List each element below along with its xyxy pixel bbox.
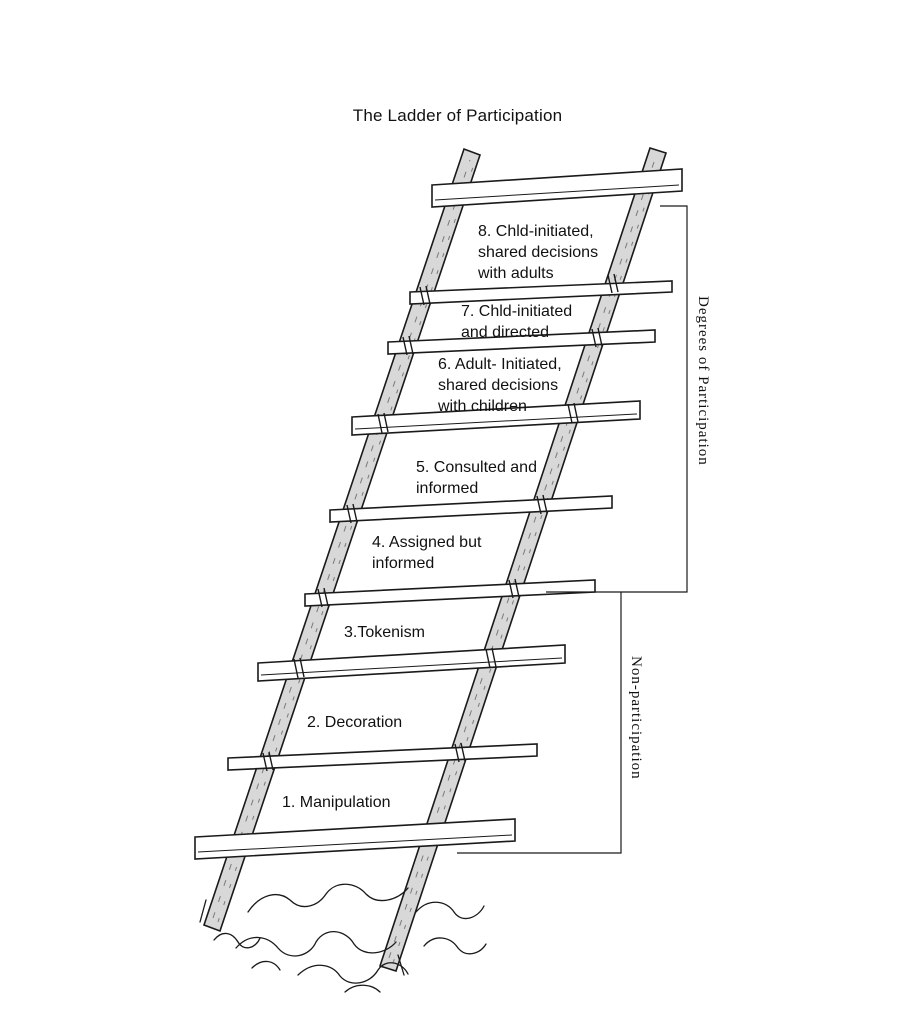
rung-label-4: 4. Assigned but informed <box>372 534 482 573</box>
rung-label-1: 1. Manipulation <box>282 794 391 811</box>
ladder-rung <box>329 495 613 523</box>
ladder-rung <box>304 579 596 607</box>
rope-lashings <box>262 273 619 772</box>
ground-scribble <box>199 883 487 993</box>
rung-label-8: 8. Chld-initiated, shared decisions with… <box>478 223 599 283</box>
rung-label-7: 7. Chld-initiated and directed <box>461 303 573 342</box>
rung-label-5: 5. Consulted and informed <box>416 459 537 498</box>
bracket-label-non-participation: Non-participation <box>628 656 644 780</box>
rung-label-3: 3.Tokenism <box>344 624 425 641</box>
ladder-rung <box>257 644 566 682</box>
figure-title: The Ladder of Participation <box>352 106 563 125</box>
bracket-label-degrees-of-participation: Degrees of Participation <box>695 296 711 466</box>
non-participation-bracket-line <box>457 592 622 854</box>
ladder-rung <box>227 743 538 771</box>
ladder-rung <box>351 400 641 436</box>
rung-label-2: 2. Decoration <box>307 714 403 731</box>
ladder-rung <box>431 168 683 208</box>
ladder-rung <box>409 280 673 305</box>
ladder-rungs <box>194 168 683 860</box>
ladder-rung <box>194 818 516 860</box>
rung-label-6: 6. Adult- Initiated, shared decisions wi… <box>438 356 562 416</box>
degrees-bracket-line <box>546 205 688 593</box>
ladder-rung <box>387 329 656 355</box>
